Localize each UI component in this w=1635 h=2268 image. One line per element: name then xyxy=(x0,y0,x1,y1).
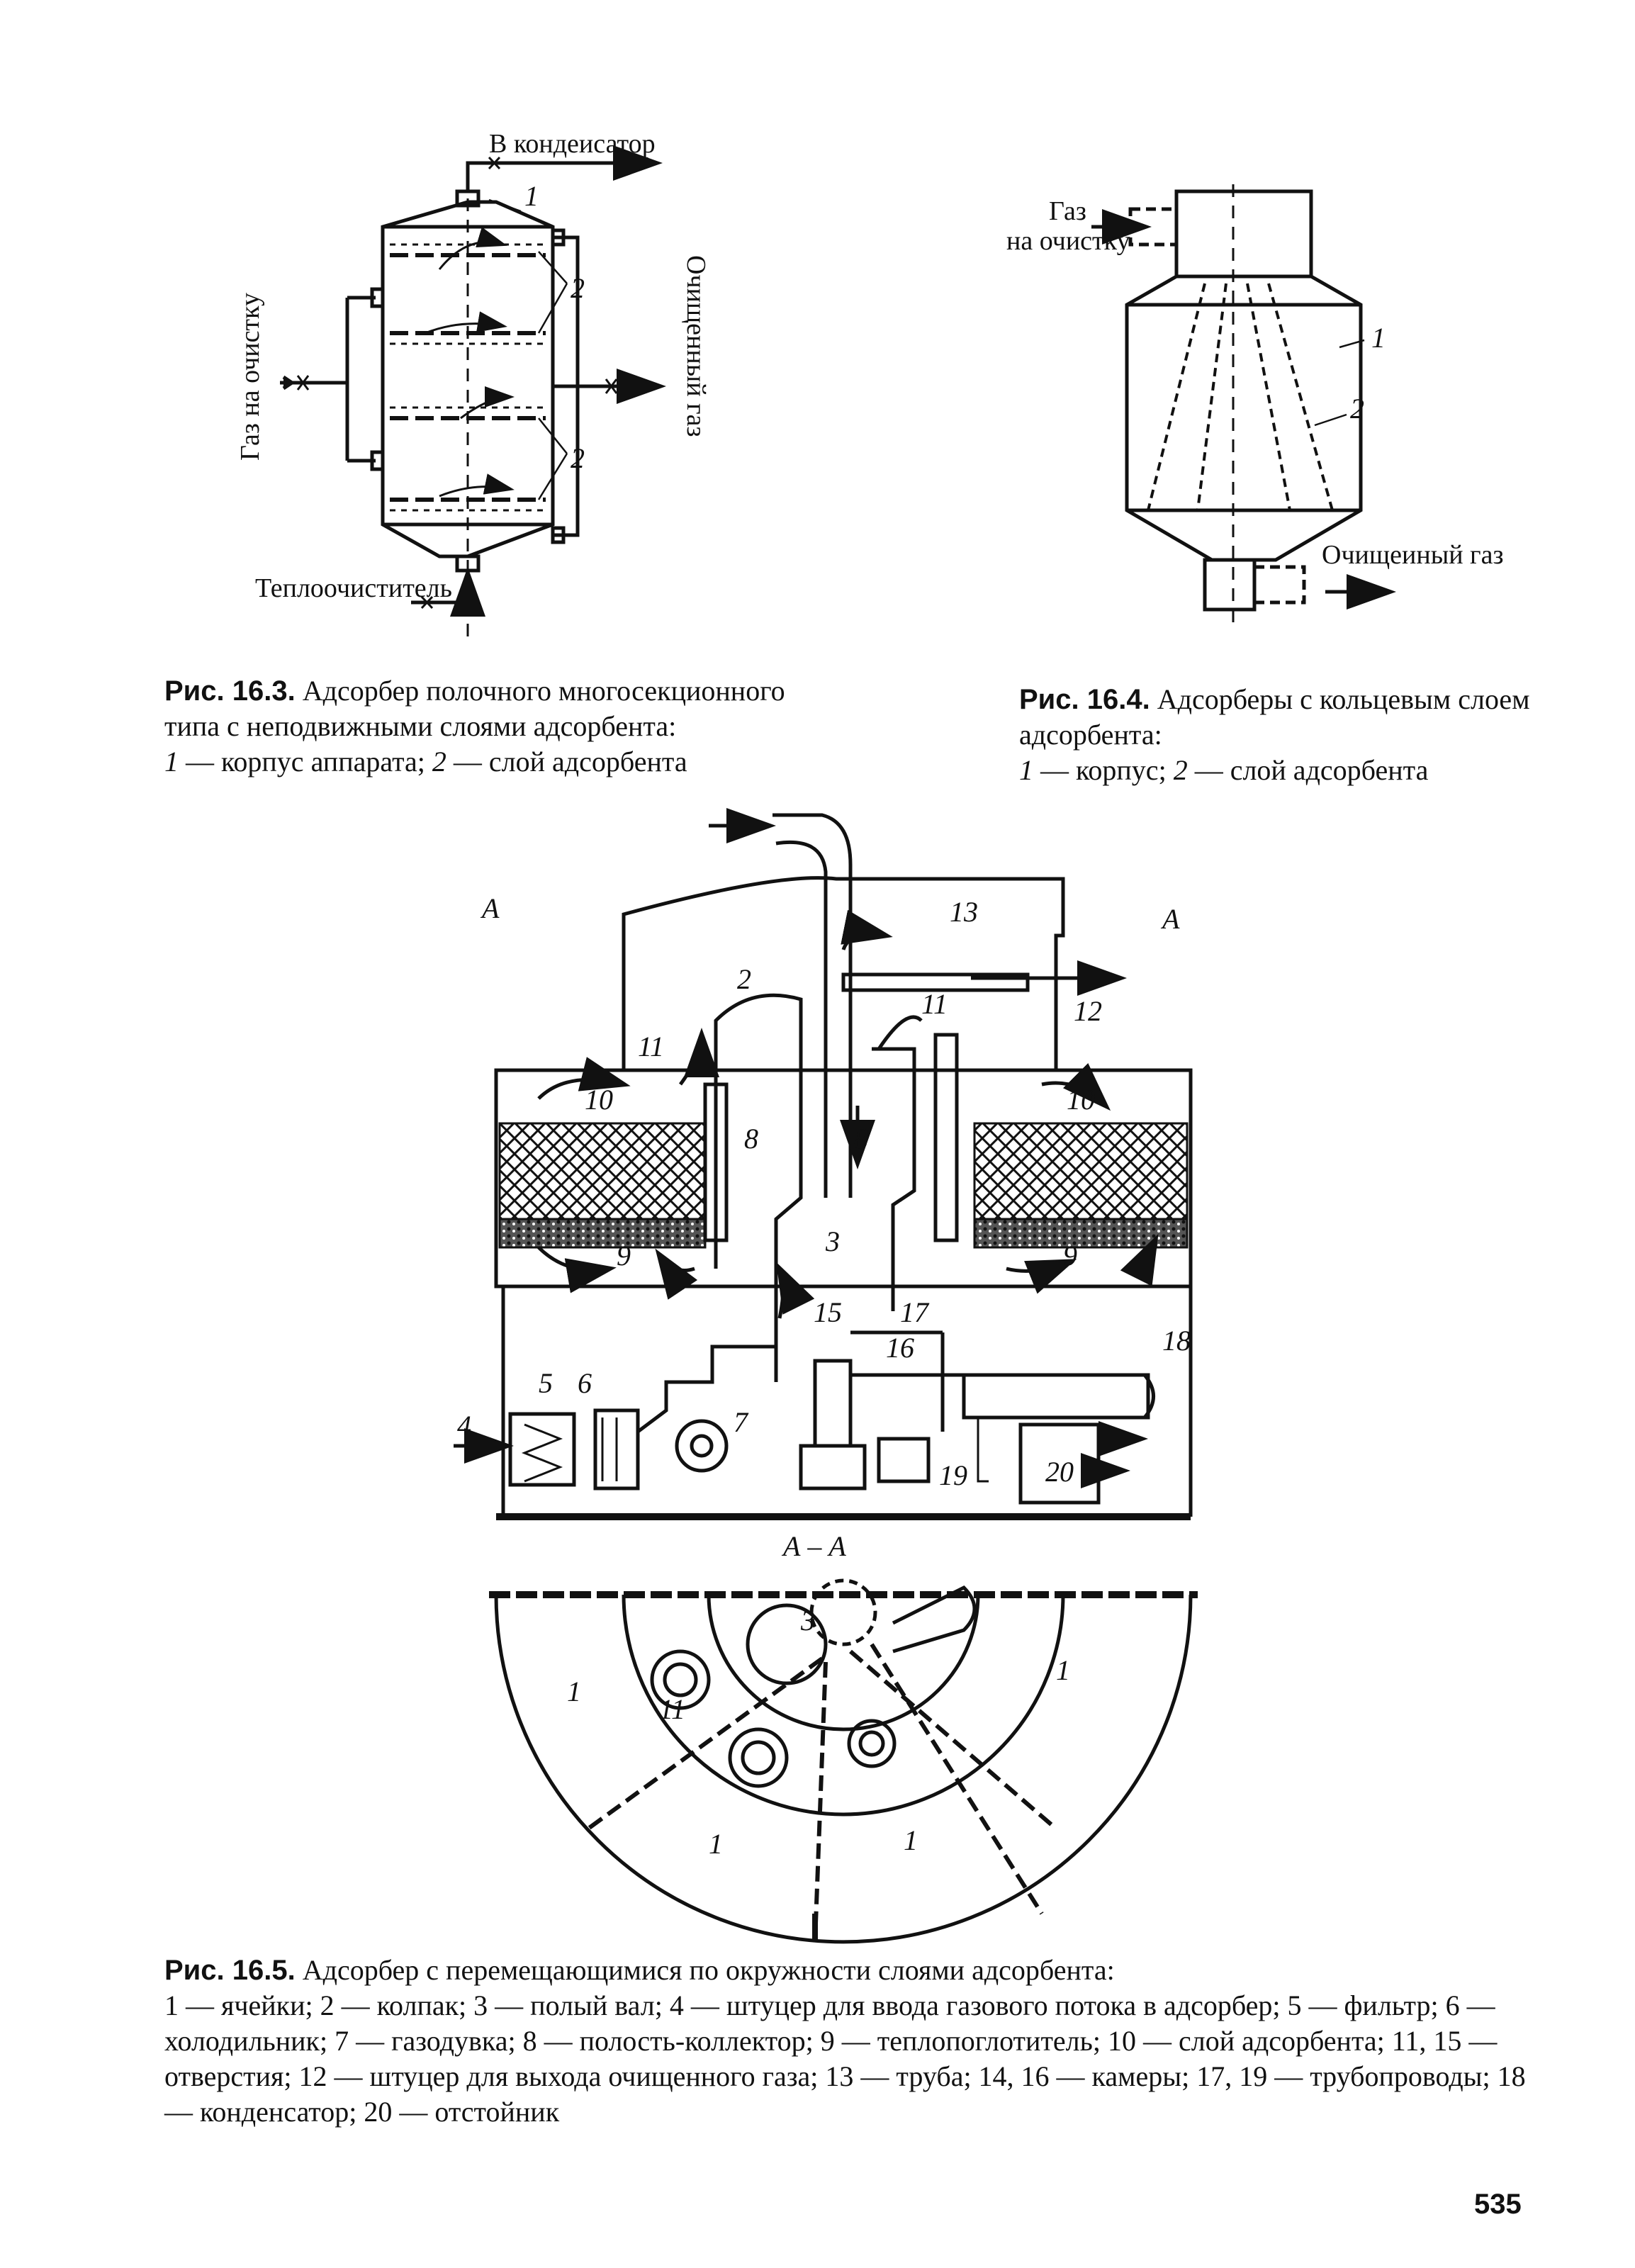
callout-3: 3 xyxy=(825,1225,840,1257)
callout-11: 11 xyxy=(638,1031,664,1062)
callout-10: 10 xyxy=(585,1084,613,1116)
callout-9: 9 xyxy=(1063,1240,1077,1271)
caption-title: Рис. 16.4. xyxy=(1019,684,1150,715)
label-heat-carrier: Теплоочиститель xyxy=(255,573,452,603)
section-mark-a: A xyxy=(480,892,500,924)
caption-text: — корпус; xyxy=(1033,754,1174,786)
page-number: 535 xyxy=(1474,2189,1522,2220)
caption-title: Рис. 16.5. xyxy=(164,1955,296,1986)
callout-16: 16 xyxy=(886,1332,914,1364)
callout-2: 2 xyxy=(737,963,751,995)
callout-1: 1 xyxy=(1056,1654,1070,1686)
label-clean-gas: Очищенный газ xyxy=(681,255,711,437)
caption-text: — слой адсорбента xyxy=(1187,754,1429,786)
callout-8: 8 xyxy=(854,1123,868,1155)
figure-16-5-plan-view xyxy=(489,1578,1198,1944)
label-gas-inlet: Газ на очистку xyxy=(235,293,265,461)
figure-16-3-labels: В кондеисатор Газ на очистку Очищенный г… xyxy=(235,129,711,603)
caption-line: типа с неподвижными слоями адсорбента: xyxy=(164,710,677,742)
figure-16-5-labels: A A 2 13 11 11 12 10 10 8 8 3 9 9 15 17 … xyxy=(457,892,1191,1491)
caption-number: 2 xyxy=(1173,754,1188,786)
caption-text: — слой адсорбента xyxy=(446,746,687,777)
caption-line: Адсорбер полочного многосекционного xyxy=(295,675,785,707)
section-title: А – А xyxy=(781,1530,846,1562)
figure-16-5-plan-labels: А – А 3 11 1 1 1 1 xyxy=(567,1530,1070,1860)
caption-title: Рис. 16.3. xyxy=(164,675,296,707)
caption-line: Адсорберы с кольцевым слоем xyxy=(1150,683,1530,715)
figure-16-4-diagram xyxy=(1091,184,1396,624)
label-clean-gas: Очищеиный газ xyxy=(1322,540,1504,570)
caption-text: — корпус аппарата; xyxy=(179,746,432,777)
callout-20: 20 xyxy=(1045,1456,1074,1488)
callout-8: 8 xyxy=(744,1123,758,1155)
callout-5: 5 xyxy=(539,1367,553,1399)
caption-line: Адсорбер с перемещающимися по окружности… xyxy=(295,1954,1115,1986)
callout-13: 13 xyxy=(950,896,978,928)
callout-2: 2 xyxy=(571,442,585,474)
annular-layer xyxy=(1147,283,1334,511)
figure-16-3-diagram xyxy=(280,145,666,638)
label-to-cleaning: на очистку xyxy=(1006,226,1130,256)
caption-number: 1 xyxy=(164,746,179,777)
callout-17: 17 xyxy=(900,1296,930,1328)
figure-16-5-diagram xyxy=(454,808,1193,1520)
caption-fig-16-5: Рис. 16.5. Адсорбер с перемещающимися по… xyxy=(164,1953,1553,2130)
callout-18: 18 xyxy=(1162,1325,1191,1357)
caption-line: 1 — ячейки; 2 — колпак; 3 — полый вал; 4… xyxy=(164,1989,1495,2021)
caption-number: 2 xyxy=(432,746,446,777)
callout-12: 12 xyxy=(1074,995,1102,1027)
label-to-condenser: В кондеисатор xyxy=(489,129,656,159)
callout-11: 11 xyxy=(921,988,948,1020)
adsorbent-shelves xyxy=(390,253,546,502)
caption-line: холодильник; 7 — газодувка; 8 — полость-… xyxy=(164,2025,1498,2057)
caption-fig-16-3: Рис. 16.3. Адсорбер полочного многосекци… xyxy=(164,673,785,780)
caption-line: адсорбента: xyxy=(1019,719,1162,751)
callout-1: 1 xyxy=(904,1824,918,1856)
figure-16-4-labels: Газ на очистку Очищеиный газ 1 2 xyxy=(1006,196,1504,570)
callout-2: 2 xyxy=(1350,393,1364,425)
callout-7: 7 xyxy=(734,1406,749,1438)
callout-6: 6 xyxy=(578,1367,592,1399)
callout-1: 1 xyxy=(567,1675,581,1707)
callout-1: 1 xyxy=(1371,322,1386,354)
caption-line: отверстия; 12 — штуцер для выхода очищен… xyxy=(164,2060,1526,2092)
callout-1: 1 xyxy=(524,180,539,212)
callout-15: 15 xyxy=(814,1296,842,1328)
callout-10: 10 xyxy=(1067,1084,1095,1116)
callout-3: 3 xyxy=(800,1605,815,1637)
callout-2: 2 xyxy=(571,272,585,304)
callout-11: 11 xyxy=(659,1693,685,1725)
caption-number: 1 xyxy=(1019,754,1033,786)
callout-4: 4 xyxy=(457,1410,471,1442)
caption-fig-16-4: Рис. 16.4. Адсорберы с кольцевым слоем а… xyxy=(1019,682,1530,788)
caption-line: — конденсатор; 20 — отстойник xyxy=(164,2096,560,2128)
label-gas: Газ xyxy=(1049,196,1086,226)
callout-1: 1 xyxy=(709,1828,723,1860)
callout-9: 9 xyxy=(617,1240,631,1271)
section-mark-a: A xyxy=(1160,903,1180,935)
callout-19: 19 xyxy=(939,1459,967,1491)
